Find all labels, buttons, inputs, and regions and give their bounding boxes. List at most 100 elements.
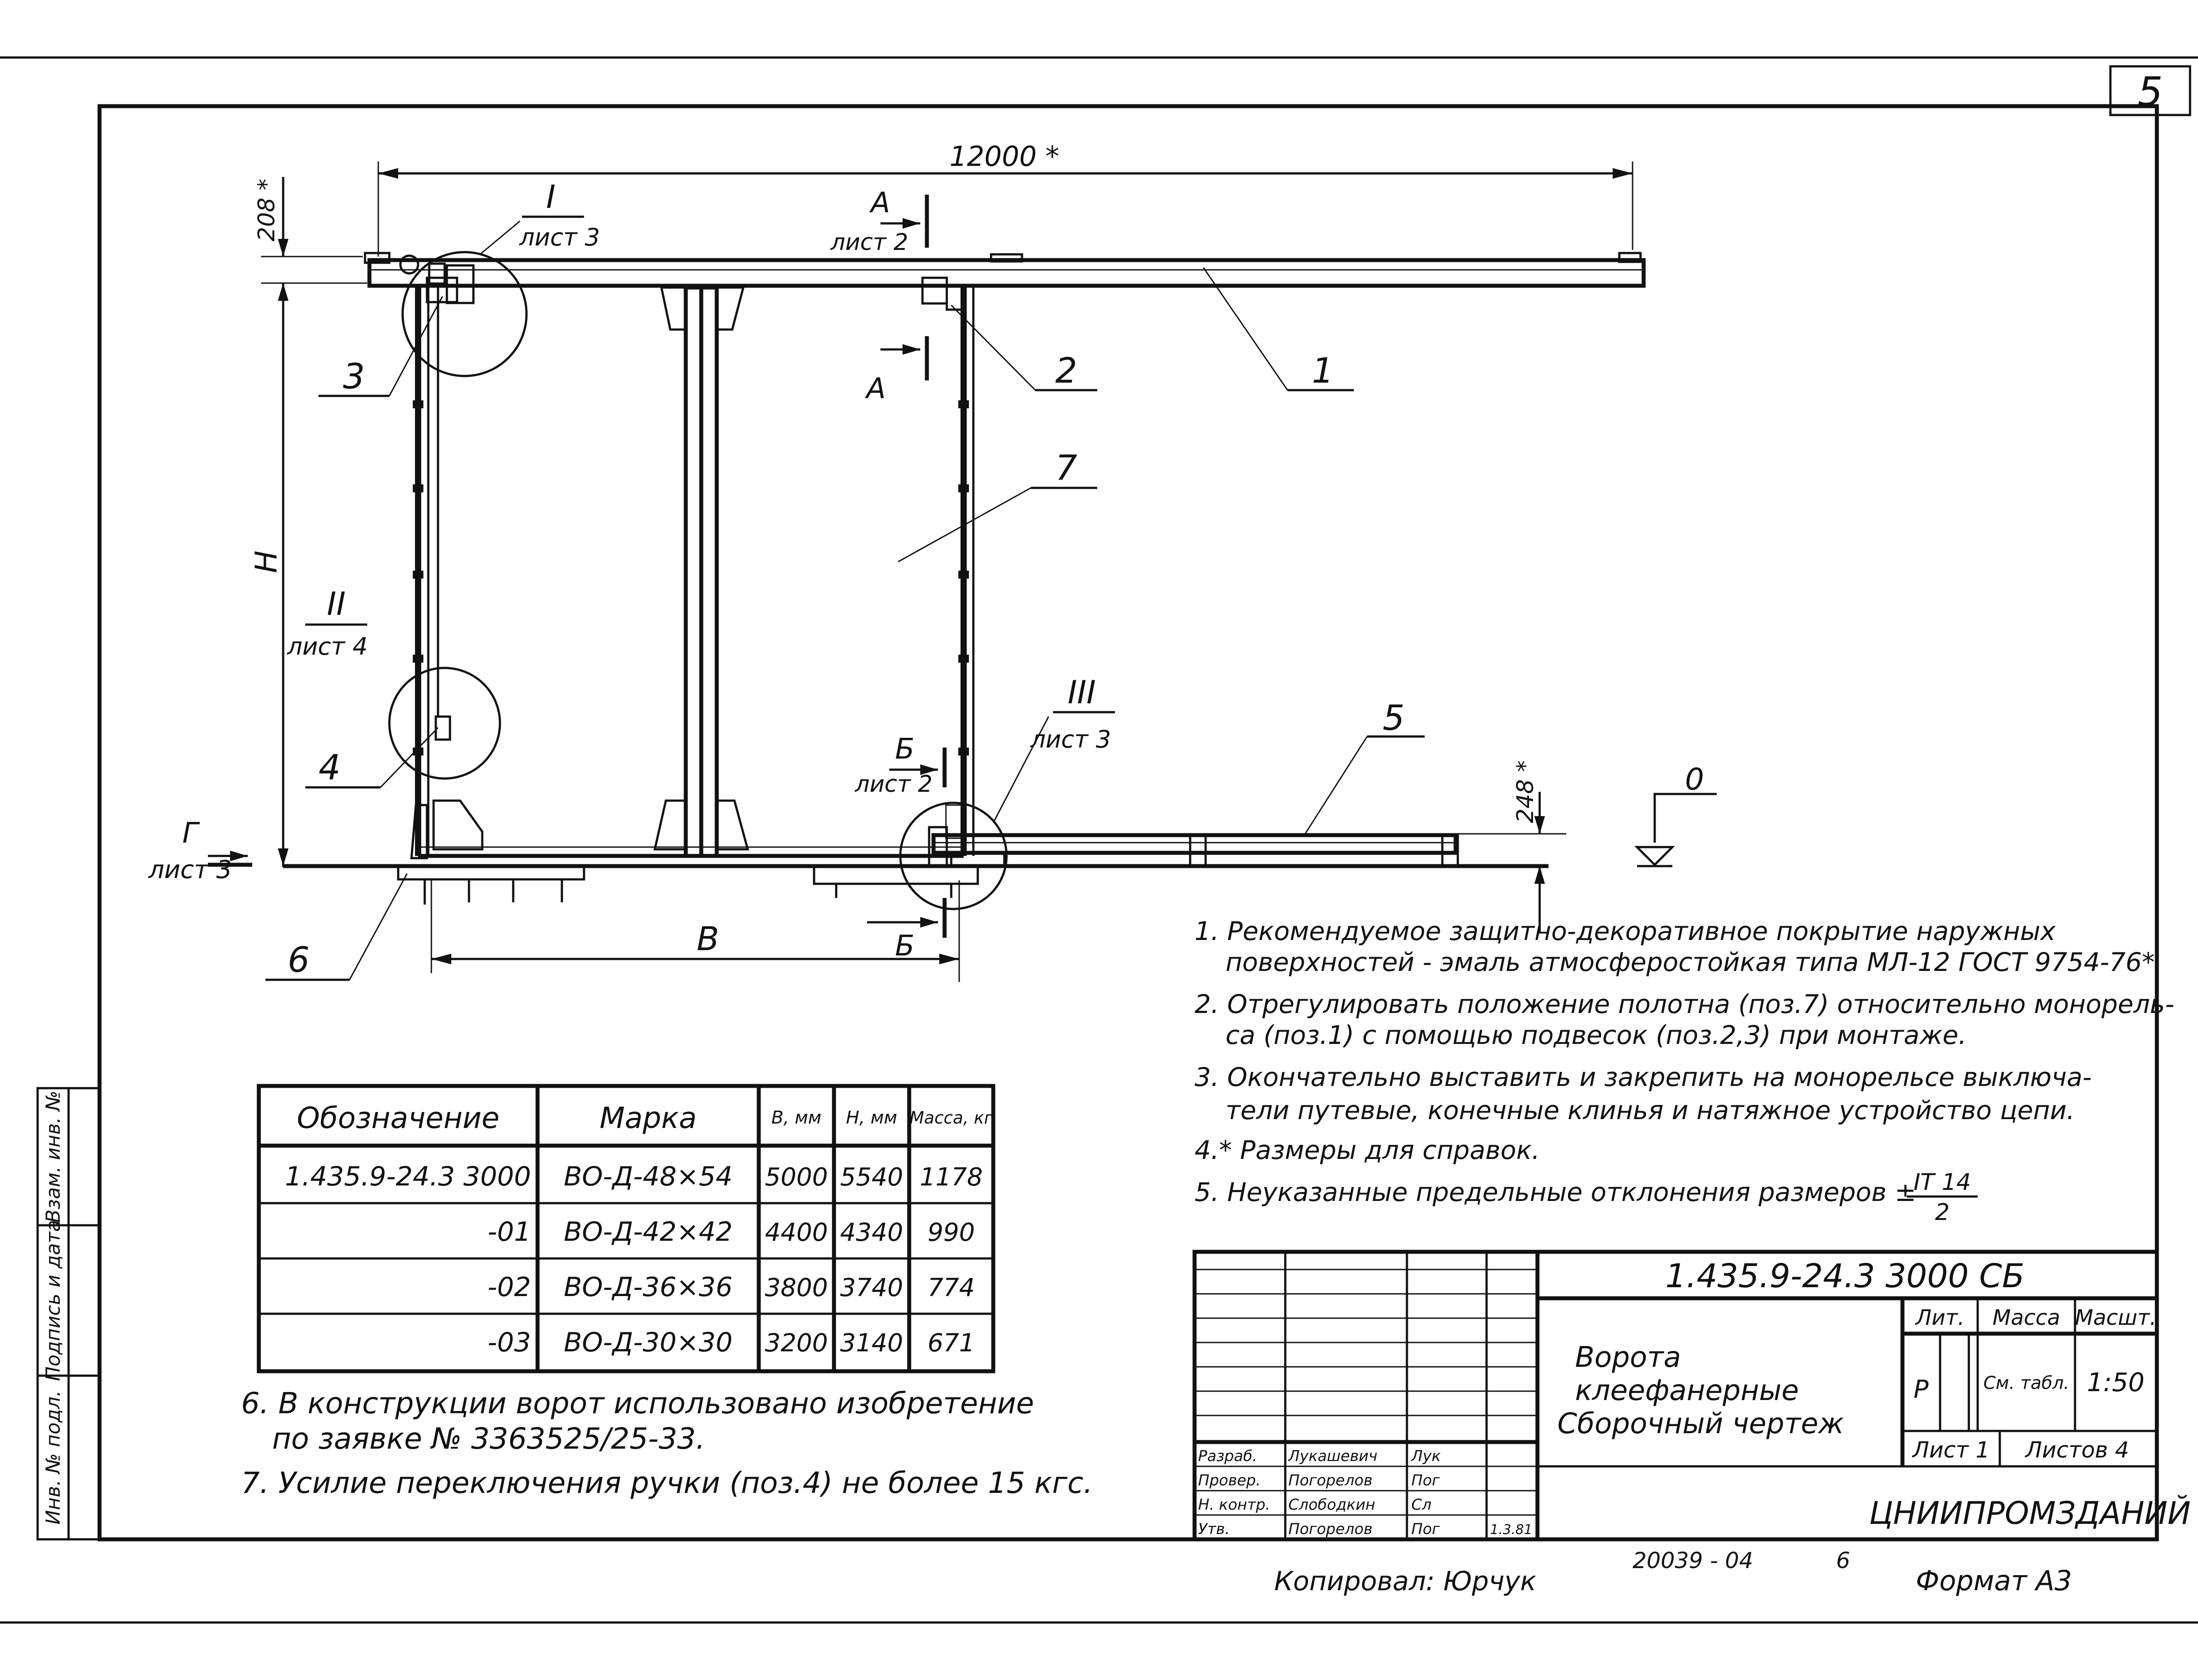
note-line-8: 5. Неуказанные предельные отклонения раз… [1195, 1177, 1916, 1207]
callout-detail-1-sheet: лист 3 [519, 223, 600, 251]
note-line-4: са (поз.1) с помощью подвесок (поз.2,3) … [1226, 1020, 1967, 1050]
side-strip-sign: Подпись и дата [42, 1220, 65, 1381]
signature-mark: Сл [1411, 1496, 1431, 1514]
signature-name: Погорелов [1288, 1520, 1372, 1538]
side-strip-inv: Инв. № подл. [42, 1390, 65, 1525]
floor-and-lower-rail [283, 826, 1549, 905]
sheet-number: Лист 1 [1912, 1437, 1990, 1463]
note-fraction-numerator: IT 14 [1914, 1169, 1971, 1196]
spec-cell-mass: 1178 [920, 1163, 983, 1192]
view-g-sheet: лист 3 [148, 855, 232, 884]
sheet-count: Листов 4 [2025, 1437, 2129, 1463]
spec-cell-designation: -01 [488, 1216, 531, 1247]
pos-6-label: 6 [288, 940, 310, 980]
mass-value: См. табл. [1983, 1373, 2069, 1393]
section-b-top-letter: Б [895, 733, 915, 766]
spec-header-mass: Масса, кг [910, 1108, 993, 1128]
drawing-code: 1.435.9-24.3 3000 СБ [1665, 1257, 2025, 1295]
callout-detail-3-roman: III [1068, 674, 1096, 711]
signature-name: Слободкин [1288, 1496, 1375, 1514]
section-a-top-letter: А [869, 187, 890, 219]
note-line-5: 3. Окончательно выставить и закрепить на… [1195, 1062, 2092, 1092]
spec-cell-designation: -03 [488, 1327, 531, 1358]
signature-role: Разраб. [1198, 1447, 1257, 1465]
spec-header-mark: Марка [599, 1101, 697, 1135]
note-fraction-denominator: 2 [1935, 1199, 1949, 1226]
signature-role: Утв. [1198, 1520, 1230, 1538]
archive-number: 20039 - 04 [1633, 1548, 1753, 1573]
spec-table-grid [257, 1084, 995, 1373]
product-name-line-1: Ворота [1575, 1341, 1681, 1374]
position-leaders [265, 267, 1425, 981]
col-header-scale: Масшт. [2075, 1305, 2156, 1330]
sheet-format: Формат А3 [1916, 1565, 2072, 1597]
zero-level-mark: 0 [1685, 762, 1704, 797]
spec-cell-h: 3740 [840, 1273, 903, 1302]
spec-cell-mark: ВО-Д-36×36 [564, 1272, 733, 1303]
sheet-frame [0, 56, 2198, 1624]
spec-cell-h: 3140 [840, 1329, 903, 1358]
section-a-bottom-letter: А [865, 372, 886, 405]
spec-table-header: Обозначение Марка B, мм H, мм Масса, кг [297, 1101, 993, 1135]
signature-row: Разраб. Лукашевич Лук [1198, 1447, 1441, 1465]
callout-detail-3-sheet: лист 3 [1030, 725, 1111, 753]
section-marks [208, 195, 947, 938]
spec-cell-b: 3800 [765, 1273, 828, 1302]
monorail [364, 252, 1646, 288]
spec-table-row: 1.435.9-24.3 3000 ВО-Д-48×54 5000 5540 1… [285, 1161, 983, 1192]
signature-mark: Пог [1411, 1520, 1440, 1538]
callout-detail-2-roman: II [327, 585, 346, 622]
spec-header-b: B, мм [771, 1108, 821, 1128]
section-a-top-sheet: лист 2 [830, 229, 908, 256]
callout-detail-1-roman: I [546, 178, 555, 215]
note-line-3: 2. Отрегулировать положение полотна (поз… [1195, 989, 2174, 1019]
spec-cell-b: 4400 [765, 1218, 828, 1247]
signature-role: Провер. [1198, 1472, 1260, 1489]
note-line-6: тели путевые, конечные клинья и натяжное… [1226, 1095, 2075, 1125]
spec-cell-mass: 671 [928, 1329, 975, 1358]
spec-cell-b: 5000 [765, 1163, 828, 1192]
spec-cell-mark: ВО-Д-30×30 [564, 1327, 733, 1358]
section-b-top-sheet: лист 2 [854, 771, 933, 798]
note-6-line-1: 6. В конструкции ворот использовано изоб… [241, 1386, 1034, 1420]
signature-name: Погорелов [1288, 1472, 1372, 1489]
spec-cell-b: 3200 [765, 1329, 828, 1358]
signature-mark: Пог [1411, 1472, 1440, 1489]
signature-row: Утв. Погорелов Пог 1.3.81 [1198, 1520, 1532, 1538]
copied-by: Копировал: Юрчук [1274, 1566, 1536, 1597]
pos-7-label: 7 [1055, 449, 1077, 488]
lit-value: Р [1914, 1375, 1929, 1404]
dim-width: B [697, 920, 719, 958]
spec-table-row: -01 ВО-Д-42×42 4400 4340 990 [488, 1216, 975, 1247]
dim-height: H [249, 550, 284, 573]
note-6-line-2: по заявке № 3363525/25-33. [272, 1422, 705, 1456]
spec-header-designation: Обозначение [297, 1101, 500, 1135]
door-leaf [410, 285, 975, 859]
dimension-lines [261, 161, 1717, 982]
pos-4-label: 4 [319, 748, 341, 788]
signature-date: 1.3.81 [1490, 1522, 1532, 1538]
section-b-bottom-letter: Б [895, 930, 915, 963]
signature-role: Н. контр. [1198, 1496, 1270, 1514]
product-name-line-3: Сборочный чертеж [1557, 1408, 1844, 1440]
dim-top-offset: 208 * [254, 179, 280, 242]
note-7: 7. Усилие переключения ручки (поз.4) не … [241, 1466, 1093, 1500]
signature-mark: Лук [1410, 1447, 1441, 1465]
archive-sheet: 6 [1836, 1548, 1850, 1573]
spec-header-h: H, мм [846, 1108, 897, 1128]
general-notes: 1. Рекомендуемое защитно-декоративное по… [1195, 916, 2174, 1226]
note-line-7: 4.* Размеры для справок. [1195, 1135, 1540, 1165]
view-g-letter: Г [182, 817, 200, 850]
note-line-1: 1. Рекомендуемое защитно-декоративное по… [1195, 916, 2056, 946]
organization: ЦНИИПРОМЗДАНИЙ [1869, 1495, 2191, 1531]
callout-detail-1-leader [480, 220, 520, 255]
callout-detail-3-leader [992, 716, 1049, 823]
spec-cell-h: 5540 [840, 1163, 903, 1192]
side-strip-replace: Взам. инв. № [42, 1091, 65, 1223]
page-number: 5 [2137, 69, 2163, 115]
col-header-lit: Лит. [1915, 1305, 1965, 1330]
scale-value: 1:50 [2087, 1367, 2144, 1397]
signature-name: Лукашевич [1287, 1447, 1377, 1465]
spec-cell-mass: 990 [928, 1218, 975, 1247]
